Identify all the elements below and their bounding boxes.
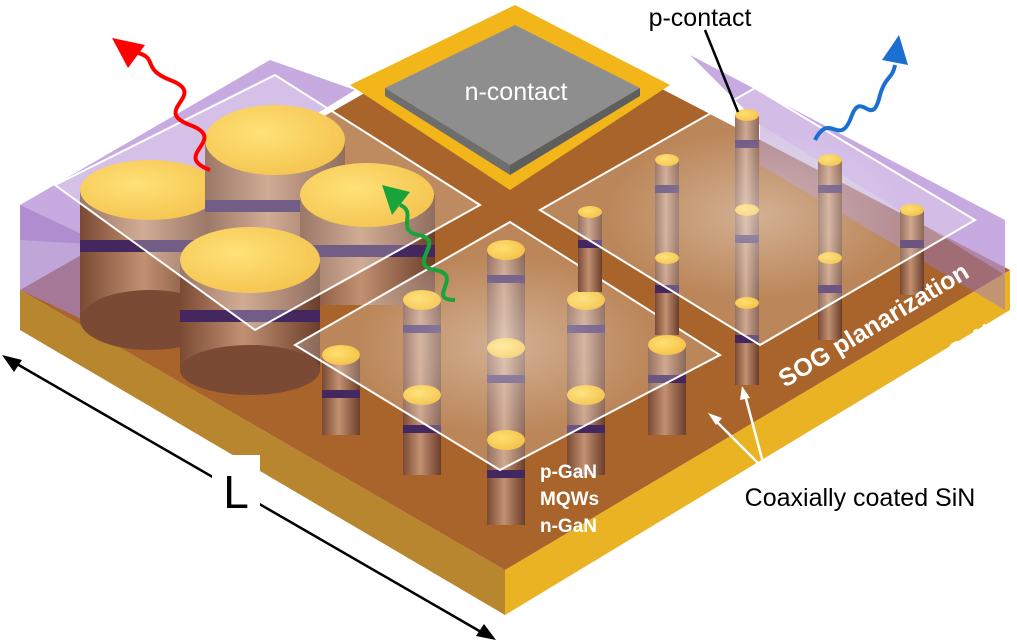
n-contact-metal bbox=[385, 25, 640, 165]
medium-pillar bbox=[648, 335, 686, 435]
p-contact-sheet-left bbox=[53, 73, 482, 332]
n-contact-label: n-contact bbox=[465, 78, 568, 106]
large-pillar-group bbox=[80, 105, 435, 395]
n-contact-pad: n-contact bbox=[350, 5, 670, 190]
nanorod bbox=[578, 206, 602, 292]
dimension-arrow: L bbox=[2, 355, 496, 640]
green-emission-arrow bbox=[382, 185, 456, 302]
n-gan-pillar-label: n-GaN bbox=[540, 516, 597, 537]
blue-emission-arrow bbox=[813, 35, 908, 141]
sheet-glow bbox=[355, 255, 655, 435]
sheet-glow-right bbox=[605, 130, 905, 300]
red-emission-arrow bbox=[112, 38, 211, 172]
medium-pillar bbox=[322, 345, 360, 435]
n-contact-bevel bbox=[385, 88, 510, 175]
coaxial-arrows bbox=[708, 386, 767, 471]
p-contact-label: p-contact bbox=[649, 4, 752, 32]
large-pillar bbox=[180, 227, 320, 395]
p-gan-label: p-GaN bbox=[540, 462, 597, 483]
dimension-label: L bbox=[223, 466, 249, 518]
p-contact-leader bbox=[703, 29, 740, 113]
substrate-left-face bbox=[20, 290, 505, 615]
n-contact-bevel-right bbox=[510, 88, 640, 175]
coaxial-label: Coaxially coated SiN bbox=[745, 484, 976, 512]
mqws-label: MQWs bbox=[540, 489, 599, 510]
